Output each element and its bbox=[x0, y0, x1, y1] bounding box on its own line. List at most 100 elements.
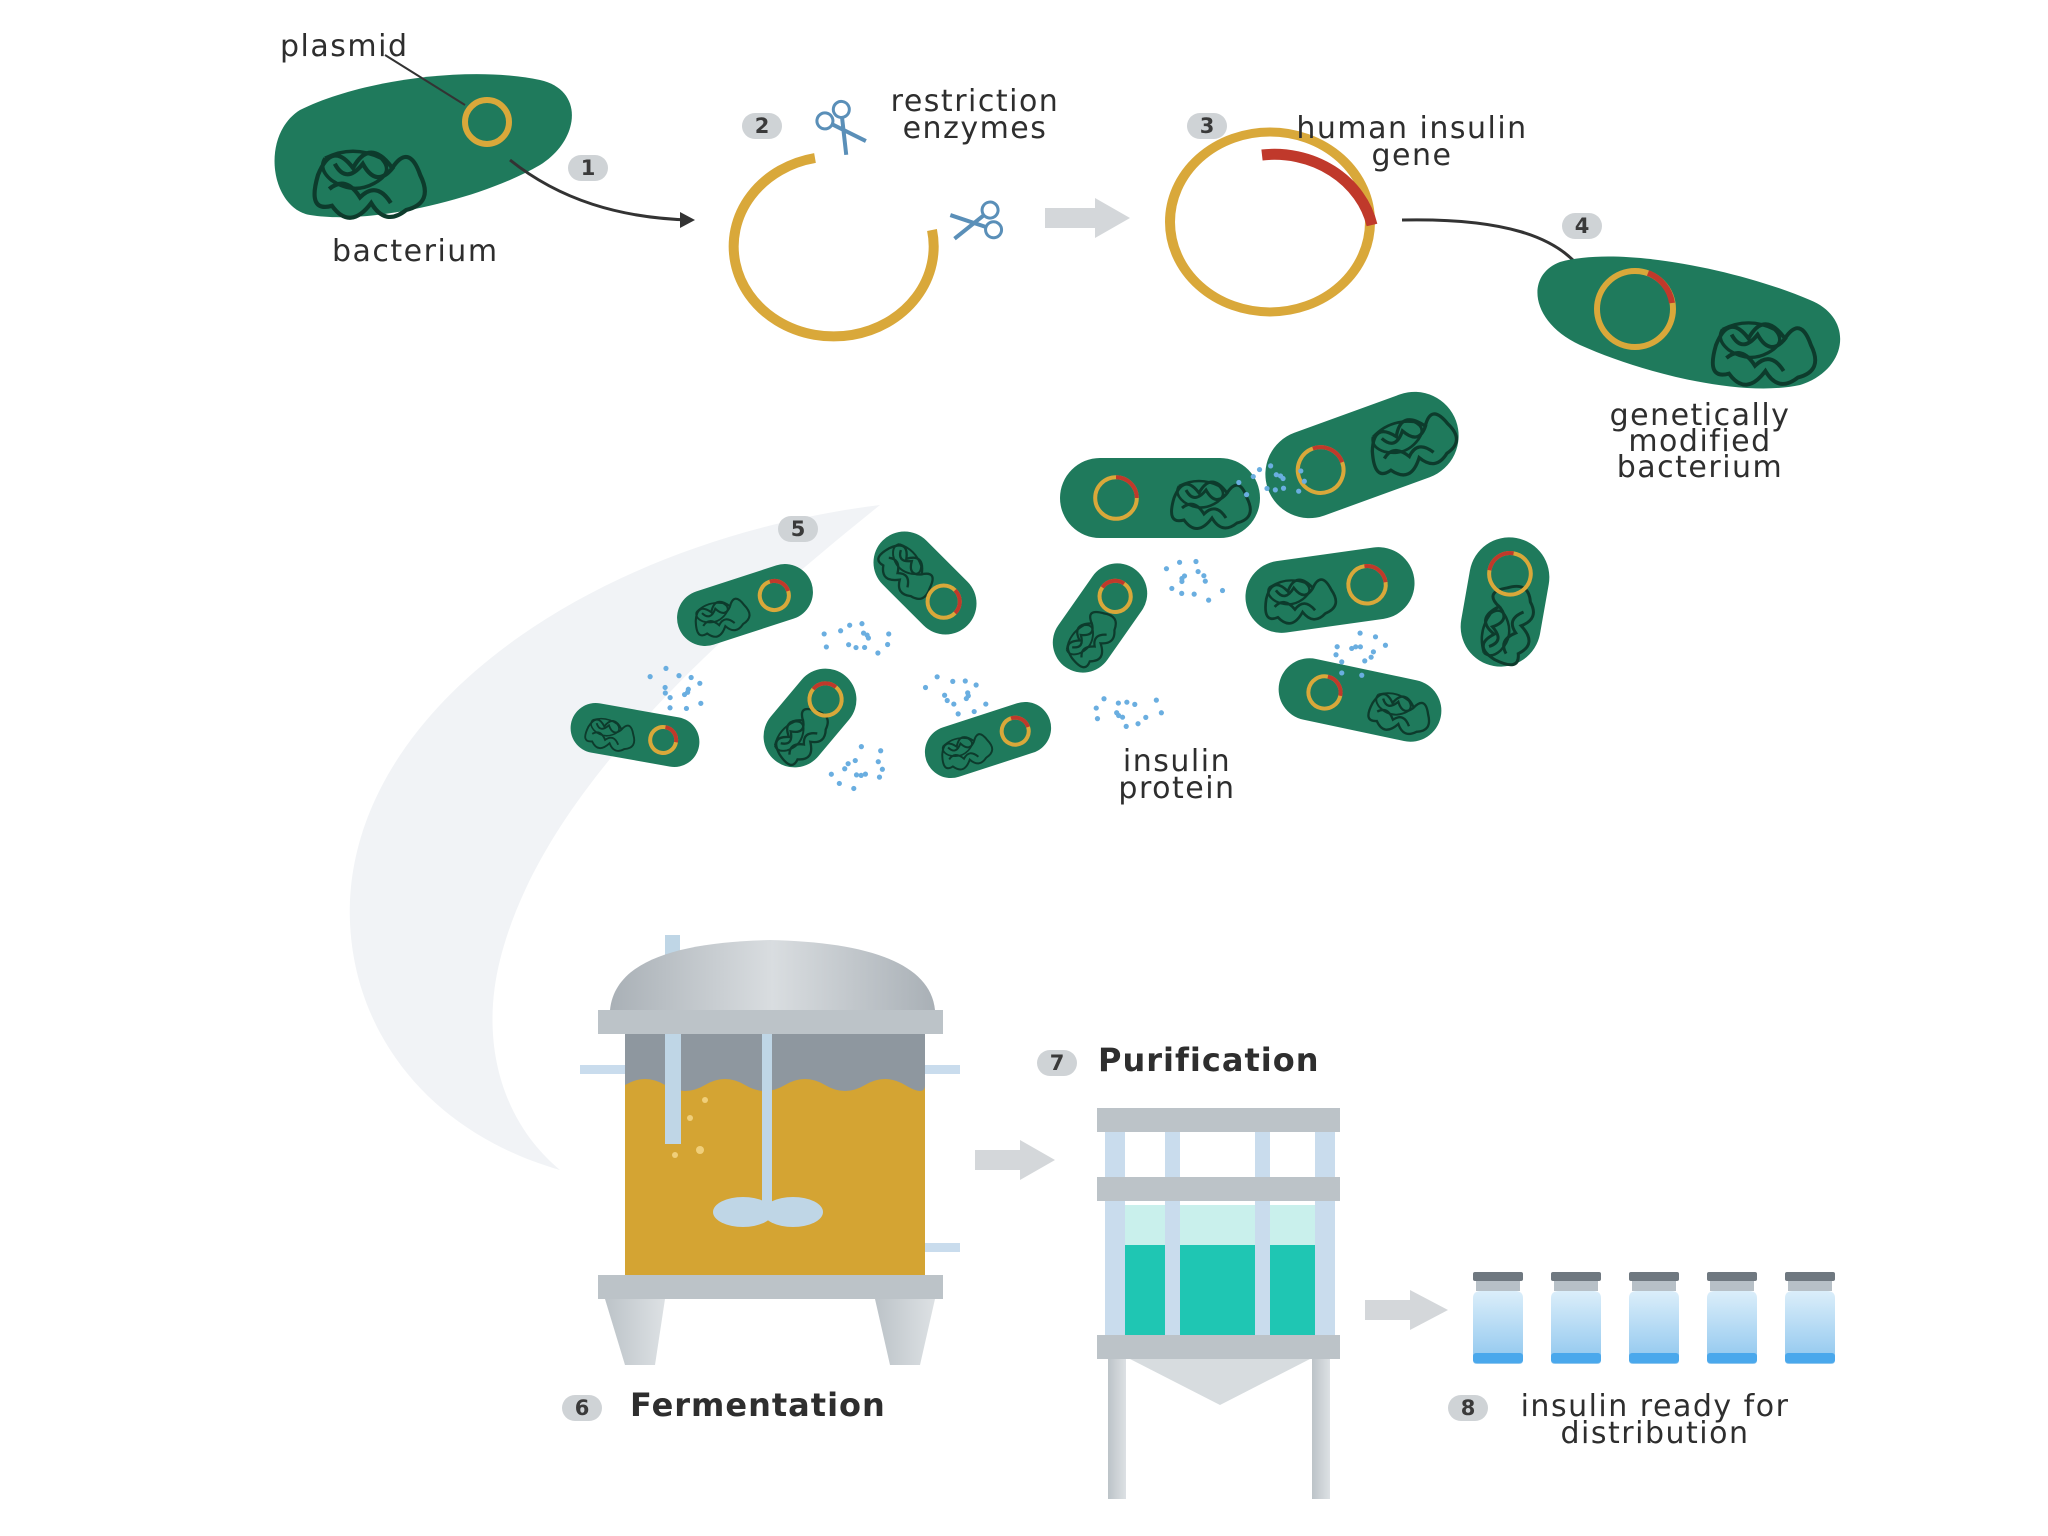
insulin-protein-dot bbox=[1339, 670, 1345, 676]
insulin-protein-dot bbox=[1368, 654, 1374, 660]
insulin-protein-dot bbox=[828, 771, 834, 777]
insulin-protein-dot bbox=[842, 766, 848, 772]
insulin-vial bbox=[1707, 1272, 1757, 1364]
insulin-protein-dot bbox=[688, 674, 694, 681]
insulin-protein-dot bbox=[1153, 697, 1159, 703]
colony-bacterium bbox=[677, 564, 813, 646]
colony-bacterium bbox=[1265, 391, 1465, 519]
insulin-protein-dot bbox=[1179, 578, 1185, 585]
insulin-protein-dot bbox=[1334, 644, 1340, 650]
insulin-protein-dot bbox=[1333, 652, 1339, 658]
insulin-protein-dot bbox=[852, 757, 858, 764]
insulin-protein-dot bbox=[973, 682, 979, 688]
fermentation-label: Fermentation bbox=[630, 1386, 886, 1424]
insulin-protein-dot bbox=[879, 766, 885, 772]
insulin-vial bbox=[1629, 1272, 1679, 1364]
insulin-protein-dot bbox=[663, 665, 669, 672]
insulin-protein-dot bbox=[858, 744, 864, 750]
insulin-protein-dot bbox=[1272, 487, 1278, 493]
insulin-protein-dot bbox=[1101, 696, 1107, 702]
insulin-protein-dot bbox=[1273, 472, 1279, 478]
insulin-protein-dot bbox=[878, 748, 884, 754]
insulin-protein-dot bbox=[1277, 473, 1284, 479]
insulin-protein-dot bbox=[1339, 659, 1345, 665]
insulin-protein-dot bbox=[1124, 699, 1130, 705]
colony-bacterium bbox=[763, 668, 857, 773]
insulin-protein-dot bbox=[858, 772, 864, 778]
insulin-protein-dot bbox=[955, 711, 961, 717]
step-badge-2: 2 bbox=[742, 113, 782, 139]
insulin-protein-dot bbox=[846, 642, 852, 648]
insulin-protein-dot bbox=[1202, 578, 1208, 584]
insulin-protein-dot bbox=[647, 674, 653, 680]
insulin-protein-dot bbox=[1116, 712, 1122, 719]
colony-bacterium bbox=[1052, 563, 1148, 674]
insulin-protein-dot bbox=[1264, 485, 1270, 492]
insulin-protein-dot bbox=[676, 673, 682, 679]
insulin-protein-dot bbox=[1094, 716, 1101, 722]
insulin-protein-dot bbox=[1298, 468, 1304, 474]
purification-column bbox=[1097, 1108, 1340, 1499]
insulin-protein-dot bbox=[1243, 492, 1250, 498]
insulin-protein-dot bbox=[1201, 573, 1207, 579]
genetically-modified-bacterium bbox=[1537, 256, 1841, 389]
colony-bacterium bbox=[870, 531, 977, 635]
insulin-protein-dot bbox=[838, 628, 844, 634]
insulin-protein-dot bbox=[1195, 568, 1201, 575]
insulin-protein-dot bbox=[860, 630, 867, 636]
insulin-protein-dot bbox=[1176, 559, 1183, 565]
insulin-protein-dot bbox=[1135, 721, 1141, 727]
step-badge-7: 7 bbox=[1037, 1050, 1077, 1076]
insulin-protein-dot bbox=[853, 772, 860, 778]
insulin-protein-dot bbox=[667, 694, 673, 701]
insulin-protein-dot bbox=[1219, 587, 1226, 594]
insulin-protein-dot bbox=[1353, 644, 1359, 650]
cut-plasmid bbox=[728, 153, 939, 342]
purification-label: Purification bbox=[1098, 1041, 1320, 1079]
insulin-ready-label-line-2: distribution bbox=[1560, 1416, 1750, 1451]
insulin-protein-dot bbox=[1179, 590, 1185, 596]
scissors-icon bbox=[949, 200, 1004, 241]
insulin-protein-dot bbox=[662, 684, 668, 691]
plasmid-label: plasmid bbox=[280, 29, 409, 64]
insulin-protein-dot bbox=[683, 705, 690, 712]
insulin-protein-dots bbox=[647, 463, 1389, 792]
insulin-protein-dot bbox=[698, 700, 704, 706]
insulin-protein-label-line-2: protein bbox=[1118, 771, 1236, 806]
insulin-protein-dot bbox=[1119, 714, 1126, 720]
step-badge-4: 4 bbox=[1562, 213, 1602, 239]
colony-bacterium bbox=[1278, 658, 1442, 742]
human-insulin-gene-label-line-1: human insulin bbox=[1296, 111, 1528, 146]
insulin-vial bbox=[1551, 1272, 1601, 1364]
arrow-step-7-8 bbox=[1365, 1290, 1448, 1330]
bacterium bbox=[274, 74, 572, 218]
insulin-protein-dot bbox=[685, 686, 691, 692]
arrow-step-2-3 bbox=[1045, 198, 1130, 238]
insulin-protein-dot bbox=[662, 690, 668, 696]
colony-bacterium bbox=[1460, 537, 1550, 669]
insulin-protein-dot bbox=[1301, 478, 1307, 484]
insulin-protein-dot bbox=[944, 697, 950, 704]
insulin-protein-dot bbox=[1250, 473, 1256, 480]
insulin-protein-dot bbox=[847, 622, 853, 628]
insulin-protein-dot bbox=[886, 631, 892, 637]
insulin-protein-dot bbox=[1382, 642, 1389, 648]
insulin-protein-dot bbox=[934, 674, 940, 680]
arrow-step-6-7 bbox=[975, 1140, 1055, 1180]
insulin-protein-dot bbox=[942, 692, 948, 698]
fermentation-tank bbox=[580, 935, 960, 1365]
insulin-protein-dot bbox=[1163, 566, 1170, 572]
insulin-protein-dot bbox=[971, 708, 977, 715]
insulin-protein-dot bbox=[875, 650, 881, 656]
insulin-protein-dot bbox=[962, 678, 968, 684]
insulin-protein-dot bbox=[697, 680, 703, 686]
insulin-protein-dot bbox=[1206, 597, 1212, 603]
insulin-protein-dot bbox=[1115, 700, 1121, 706]
insulin-protein-dot bbox=[1193, 558, 1199, 565]
gm-bacterium-label-line-2: modified bbox=[1628, 424, 1772, 459]
step-badge-8: 8 bbox=[1448, 1395, 1488, 1421]
insulin-protein-dot bbox=[667, 705, 673, 711]
colony-bacterium bbox=[570, 703, 700, 767]
insulin-protein-dot bbox=[983, 701, 989, 707]
